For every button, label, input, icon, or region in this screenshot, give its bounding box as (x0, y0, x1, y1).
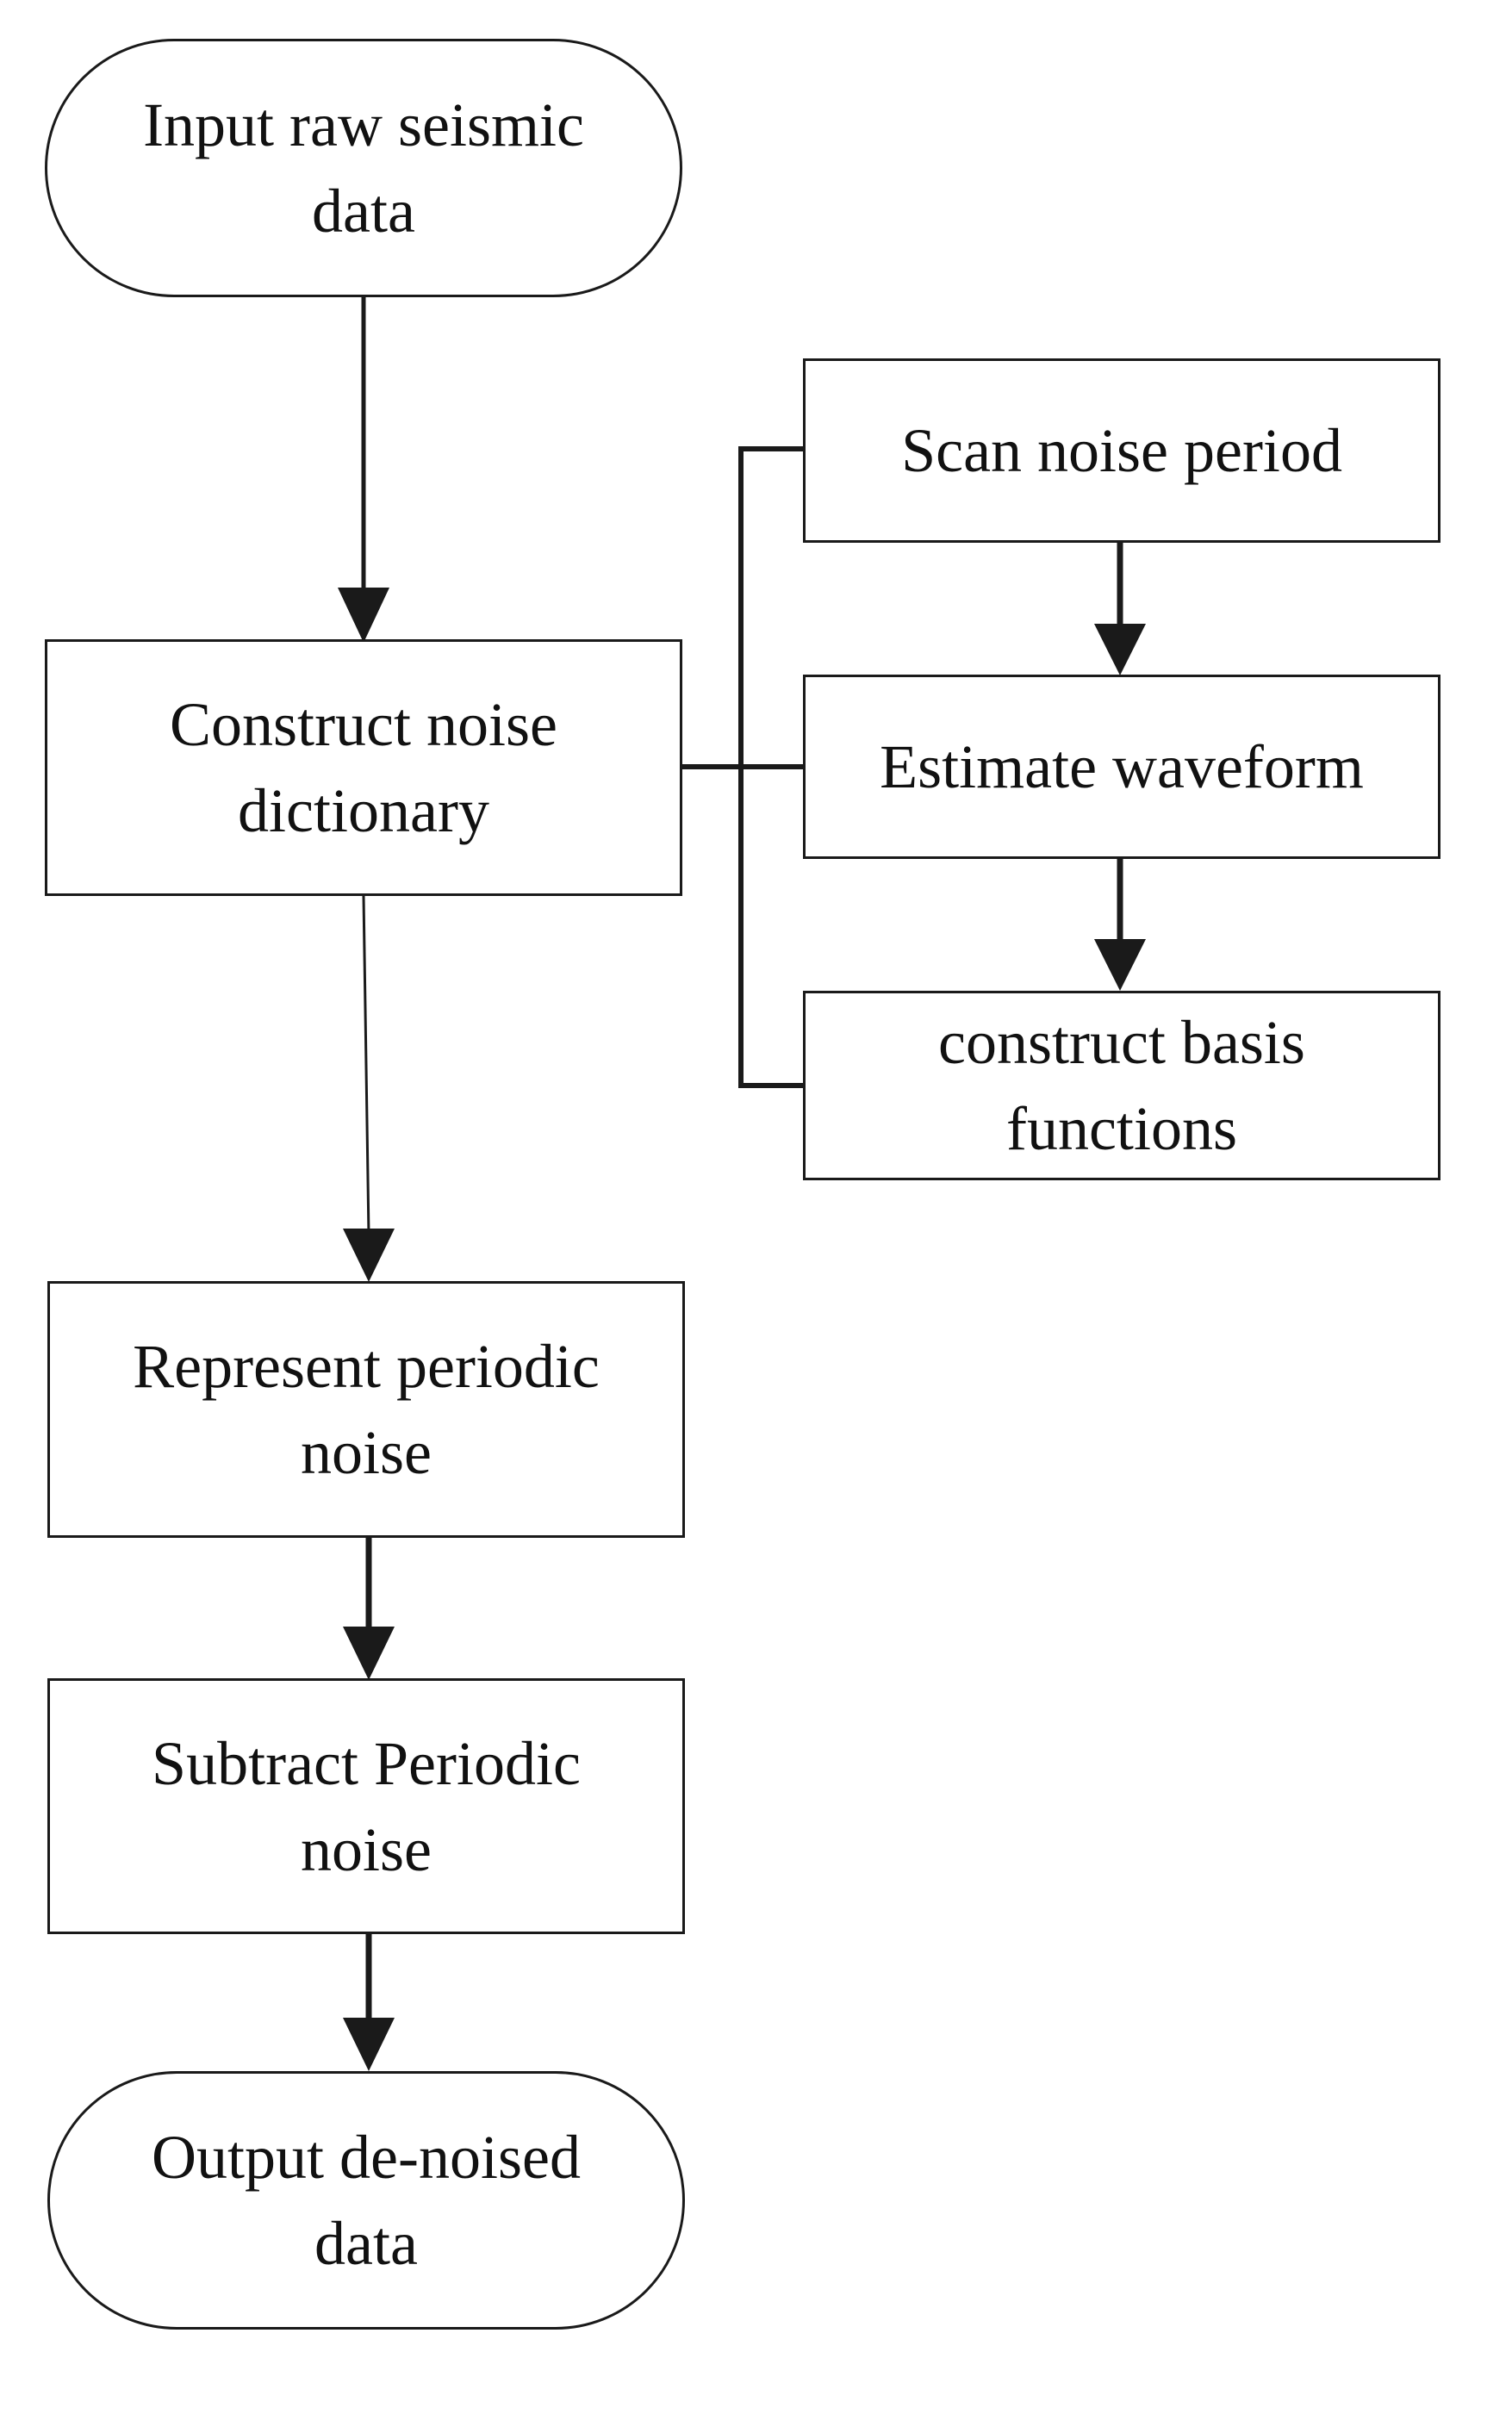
input-raw-seismic-data-node: Input raw seismic data (45, 39, 682, 297)
scan-noise-period-node: Scan noise period (803, 358, 1440, 543)
represent-periodic-noise-node: Represent periodic noise (47, 1281, 685, 1538)
construct-noise-dictionary-node: Construct noise dictionary (45, 639, 682, 896)
subtract-noise-label: Subtract Periodic noise (152, 1728, 581, 1884)
input-node-label: Input raw seismic data (143, 90, 584, 246)
arrowhead-dictionary-to-represent (343, 1229, 395, 1282)
arrowhead-estimate-to-basis (1094, 939, 1146, 991)
estimate-waveform-label: Estimate waveform (880, 732, 1364, 801)
subtract-periodic-noise-node: Subtract Periodic noise (47, 1678, 685, 1934)
output-de-noised-data-node: Output de-noised data (47, 2071, 685, 2330)
scan-period-label: Scan noise period (901, 416, 1342, 485)
represent-noise-label: Represent periodic noise (133, 1332, 600, 1487)
arrowhead-subtract-to-output (343, 2018, 395, 2071)
estimate-waveform-node: Estimate waveform (803, 675, 1440, 859)
construct-dictionary-label: Construct noise dictionary (170, 690, 557, 845)
construct-basis-label: construct basis functions (938, 1008, 1305, 1163)
arrowhead-scan-to-estimate (1094, 624, 1146, 675)
output-node-label: Output de-noised data (152, 2123, 581, 2278)
arrow-dictionary-to-represent (362, 895, 370, 1236)
construct-basis-functions-node: construct basis functions (803, 991, 1440, 1180)
arrowhead-represent-to-subtract (343, 1627, 395, 1680)
arrowhead-input-to-dictionary (338, 588, 389, 643)
